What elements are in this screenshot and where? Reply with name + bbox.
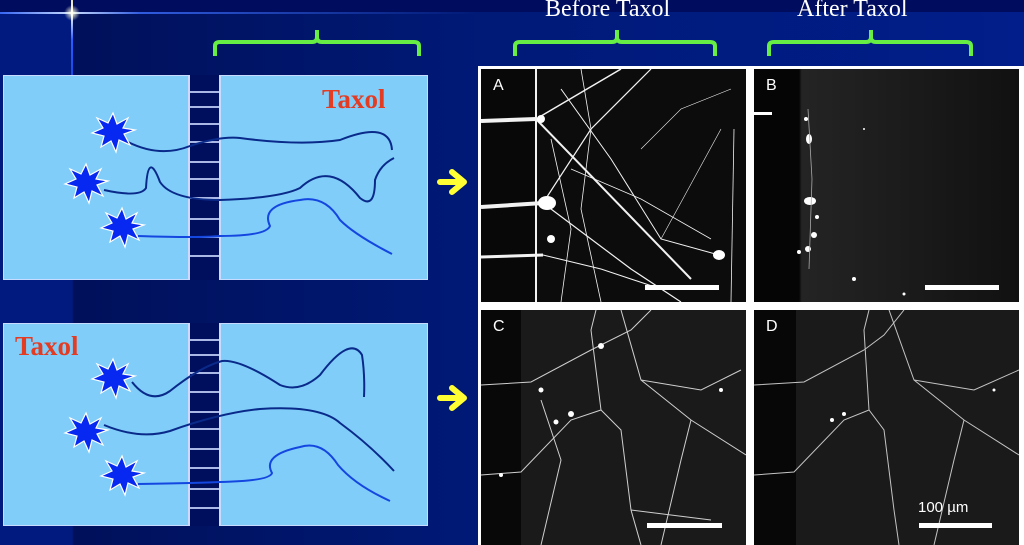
panel-label-b: B (766, 77, 777, 94)
right-arrow-icon (437, 385, 467, 411)
taxol-label: Taxol (15, 331, 79, 361)
starburst-neuron-icon (63, 111, 147, 249)
heading-before-taxol: Before Taxol (545, 0, 671, 22)
panel-label-c: C (493, 318, 505, 335)
curly-brace-icon (513, 30, 717, 56)
scale-bar (647, 523, 722, 528)
slide-top-band (0, 0, 1024, 12)
decorative-sparkle (64, 5, 80, 21)
scale-bar-label: 100 µm (918, 499, 969, 516)
starburst-neuron-icon (63, 357, 147, 497)
neuron-drawing (63, 347, 395, 502)
heading-after-taxol: After Taxol (797, 0, 908, 22)
microgroove-barrier (188, 323, 221, 526)
right-arrow-icon (437, 169, 467, 195)
taxol-label: Taxol (322, 84, 386, 114)
neuron-drawing (63, 111, 395, 255)
axonal-compartment (220, 323, 428, 526)
micrograph-d: D 100 µm (754, 310, 1019, 545)
panel-label-a: A (493, 77, 504, 94)
decorative-horizontal-line (0, 12, 480, 14)
decorative-vertical-line (71, 0, 73, 75)
micrograph-b: B (754, 69, 1019, 302)
micrograph-c: C (481, 310, 746, 545)
scale-bar (645, 285, 719, 290)
micrograph-a: A (481, 69, 746, 302)
scale-bar (919, 523, 992, 528)
axonal-compartment (220, 75, 428, 280)
scale-bar (925, 285, 999, 290)
curly-brace-icon (767, 30, 973, 56)
panel-label-d: D (766, 318, 778, 335)
curly-brace-icon (213, 30, 421, 56)
